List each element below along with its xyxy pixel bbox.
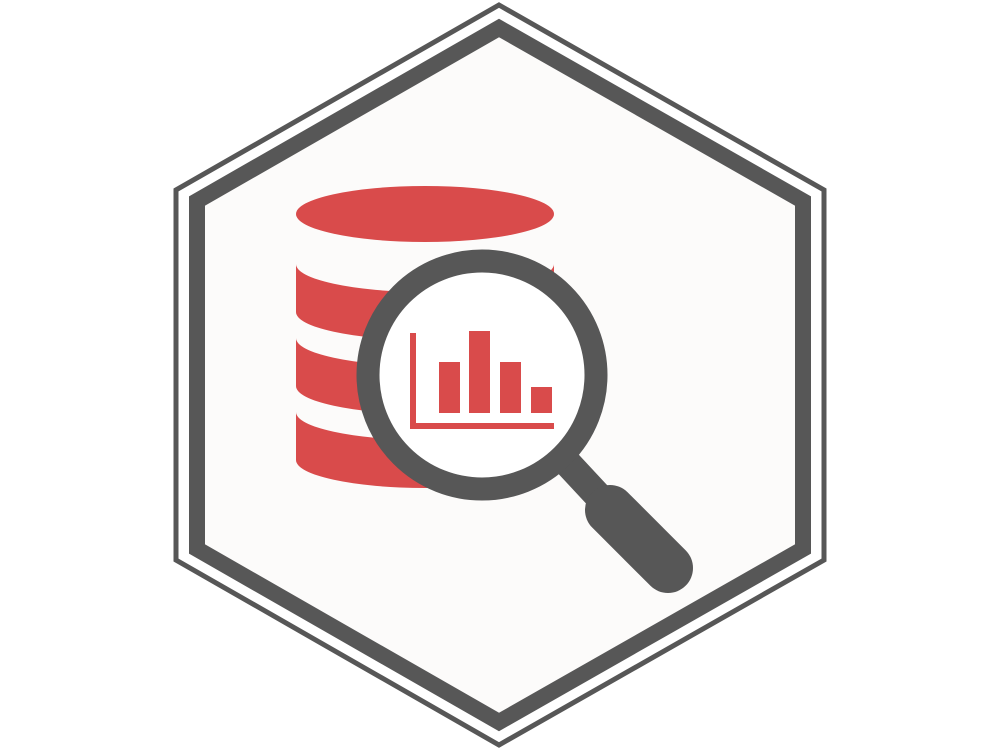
chart-bar-3 — [500, 362, 521, 413]
chart-y-axis — [410, 333, 416, 429]
magnifier-handle-grip — [585, 485, 693, 593]
chart-bar-4 — [531, 387, 552, 413]
bar-chart-icon — [410, 331, 554, 429]
chart-bar-2 — [469, 331, 490, 413]
magnifying-glass-icon — [356, 249, 693, 593]
outer-hexagon-outline — [173, 2, 827, 748]
chart-x-axis — [410, 423, 554, 429]
chart-bar-1 — [439, 362, 460, 413]
database-top-lid — [296, 186, 554, 242]
